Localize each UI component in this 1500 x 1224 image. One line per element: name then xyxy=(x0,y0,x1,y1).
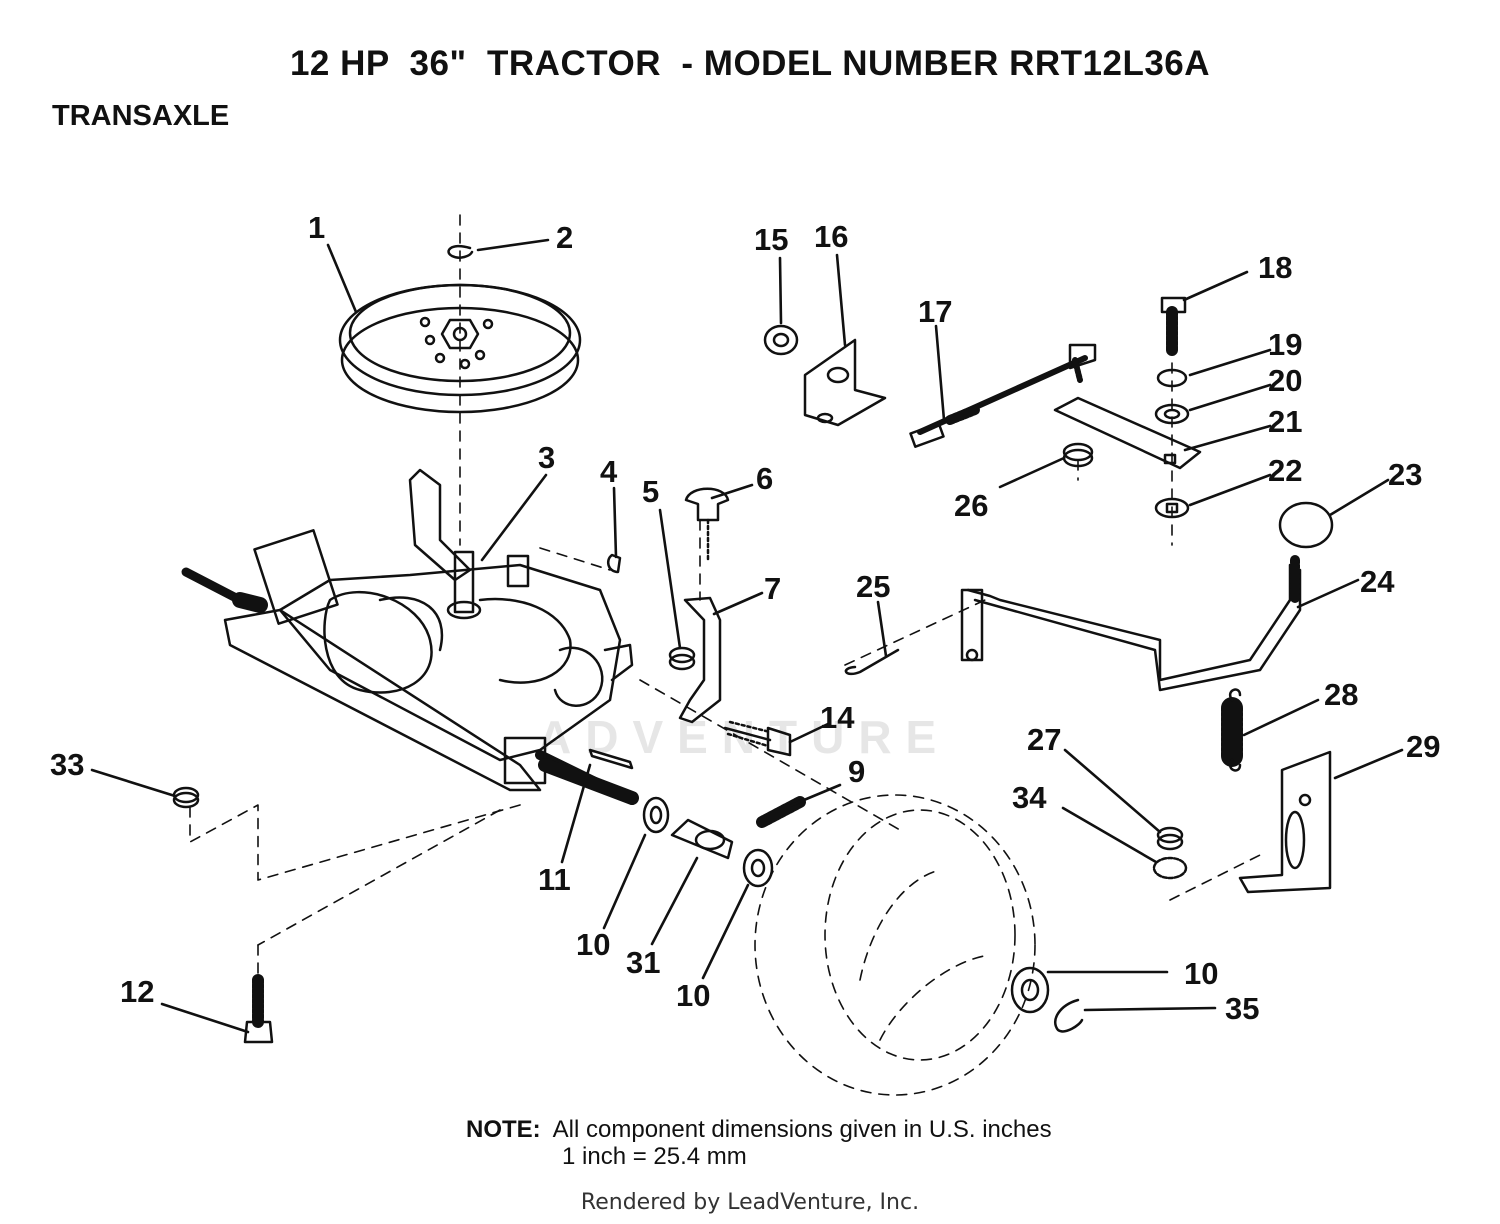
callout-23: 23 xyxy=(1388,457,1422,492)
note-line-2: 1 inch = 25.4 mm xyxy=(562,1143,747,1170)
callout-22: 22 xyxy=(1268,453,1302,488)
callout-31: 31 xyxy=(626,945,660,980)
callout-4: 4 xyxy=(600,454,618,489)
pulley xyxy=(338,283,582,414)
note-block: NOTE: All component dimensions given in U… xyxy=(466,1116,1052,1170)
callout-5: 5 xyxy=(642,474,659,509)
callout-19: 19 xyxy=(1268,327,1302,362)
callout-17: 17 xyxy=(918,294,952,329)
callout-3: 3 xyxy=(538,440,555,475)
callout-1: 1 xyxy=(308,210,325,245)
callout-21: 21 xyxy=(1268,404,1302,439)
callout-labels: 1 2 3 4 5 6 7 9 10 10 10 10 11 12 14 15 … xyxy=(50,210,1440,1026)
callout-2: 2 xyxy=(556,220,573,255)
callout-10b: 10 xyxy=(676,978,710,1013)
callout-24: 24 xyxy=(1360,564,1395,599)
note-label: NOTE: xyxy=(466,1116,541,1143)
section-title: TRANSAXLE xyxy=(52,100,230,132)
callout-25: 25 xyxy=(856,569,890,604)
callout-35: 35 xyxy=(1225,991,1259,1026)
page-title: 12 HP 36" TRACTOR - MODEL NUMBER RRT12L3… xyxy=(289,44,1211,83)
callout-10a: 10 xyxy=(576,927,610,962)
callout-14: 14 xyxy=(820,700,855,735)
callout-12: 12 xyxy=(120,974,154,1009)
transaxle-housing xyxy=(181,468,637,805)
callout-9: 9 xyxy=(848,754,865,789)
callout-18: 18 xyxy=(1258,250,1292,285)
callout-33: 33 xyxy=(50,747,84,782)
callout-11: 11 xyxy=(538,862,571,897)
footer-credit: Rendered by LeadVenture, Inc. xyxy=(580,1190,920,1215)
callout-27: 27 xyxy=(1027,722,1061,757)
callout-7: 7 xyxy=(764,571,781,606)
callout-28: 28 xyxy=(1324,677,1358,712)
callout-16: 16 xyxy=(814,219,848,254)
callout-34: 34 xyxy=(1012,780,1047,815)
callout-20: 20 xyxy=(1268,363,1302,398)
callout-6: 6 xyxy=(756,461,773,496)
callout-29: 29 xyxy=(1406,729,1440,764)
callout-15: 15 xyxy=(754,222,788,257)
wheel-outline xyxy=(754,794,1036,1096)
callout-26: 26 xyxy=(954,488,988,523)
callout-10c: 10 xyxy=(1184,956,1218,991)
note-line-1: All component dimensions given in U.S. i… xyxy=(552,1116,1052,1143)
